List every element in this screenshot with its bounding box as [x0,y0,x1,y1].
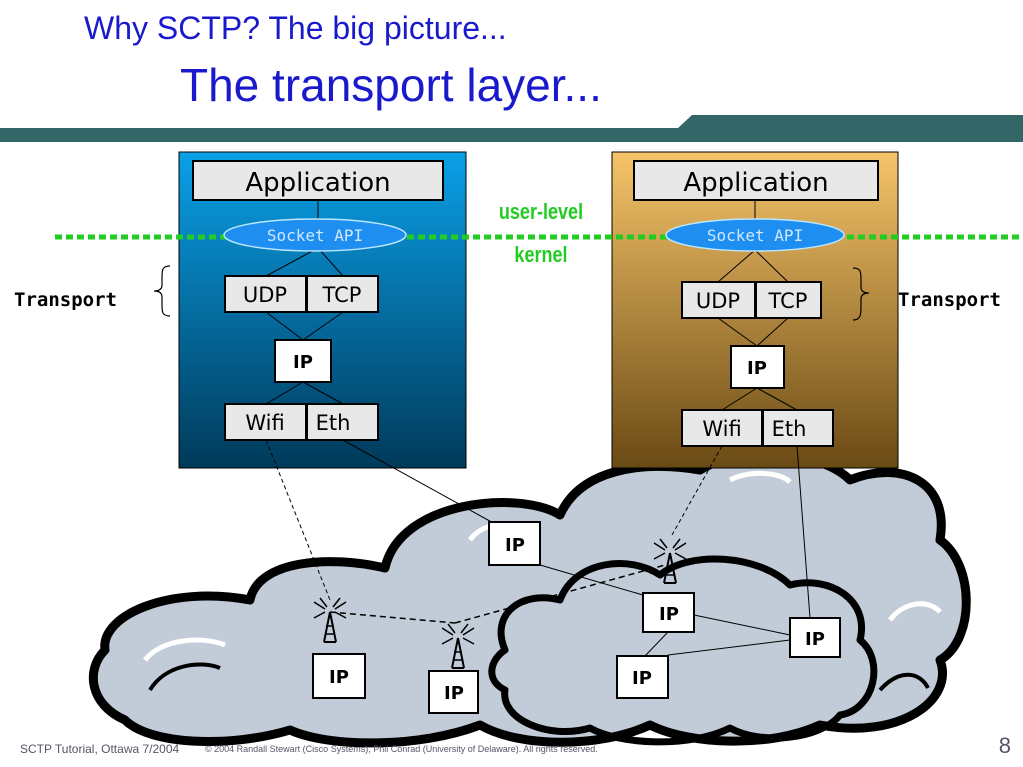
router-ip-label: IP [329,667,349,688]
left-eth-label: Eth [316,411,351,435]
right-socket-api-label: Socket API [707,226,803,245]
user-level-label: user-level [499,200,583,224]
copyright-text: © 2004 Randall Stewart (Cisco Systems), … [205,744,598,754]
page-number: 8 [998,733,1011,758]
router-ip-label: IP [632,668,652,689]
left-udp-label: UDP [243,283,287,307]
right-wifi-label: Wifi [702,417,741,441]
left-application-label: Application [245,168,390,198]
left-stack: Application Socket API UDP TCP IP Wifi E… [192,160,444,441]
router-ip-label: IP [444,683,464,704]
network-cloud [88,449,971,748]
router-ip-label: IP [505,535,525,556]
transport-label-left: Transport [14,289,117,311]
right-application-label: Application [683,168,828,198]
kernel-label: kernel [514,243,567,267]
transport-label-right: Transport [898,289,1001,311]
right-stack: Application Socket API UDP TCP IP Wifi E… [633,160,879,447]
left-ip-label: IP [293,352,313,373]
transport-brace-right [852,267,870,321]
slide-title: Why SCTP? The big picture... [84,10,507,46]
right-eth-label: Eth [772,417,807,441]
left-socket-api-label: Socket API [267,226,363,245]
router-ip-label: IP [805,629,825,650]
footer-text: SCTP Tutorial, Ottawa 7/2004 [20,742,180,756]
router-ip-label: IP [659,604,679,625]
header-band [0,115,1023,142]
right-ip-label: IP [747,358,767,379]
left-tcp-label: TCP [322,283,362,307]
router-nodes: IP IP IP IP IP IP [312,521,841,714]
transport-brace-left [153,265,171,317]
left-wifi-label: Wifi [245,411,284,435]
network-links [265,439,811,657]
right-tcp-label: TCP [768,289,808,313]
slide-subtitle: The transport layer... [180,59,602,111]
right-udp-label: UDP [696,289,740,313]
